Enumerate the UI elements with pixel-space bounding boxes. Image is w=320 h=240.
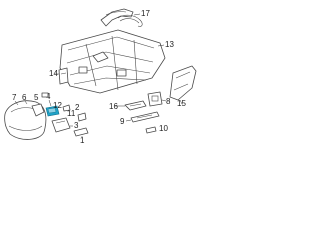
part-16-bracket (124, 100, 147, 111)
callout-16: 16 (109, 102, 118, 111)
leader-8 (161, 99, 167, 102)
callout-17: 17 (141, 9, 150, 18)
callout-4: 4 (46, 92, 51, 101)
parts-diagram: 17 13 14 15 16 8 (4, 8, 197, 145)
callout-11: 11 (67, 109, 76, 118)
callout-6: 6 (22, 93, 27, 102)
leader-4 (48, 99, 52, 107)
callout-13: 13 (165, 40, 174, 49)
leader-13 (157, 44, 165, 47)
frame-motor-block (78, 66, 88, 74)
frame-gear-block (116, 69, 127, 77)
callout-5: 5 (34, 93, 39, 102)
part-3-bezel (51, 117, 71, 133)
callout-3: 3 (74, 121, 79, 130)
part-13-seat-frame (59, 29, 166, 94)
part-9-harness (130, 111, 160, 123)
leader-15 (179, 99, 183, 105)
part-1-trim-piece (73, 127, 89, 137)
part-8-module (147, 91, 163, 107)
callout-1: 1 (80, 136, 85, 145)
frame-plate (92, 51, 109, 63)
callout-14: 14 (49, 69, 58, 78)
leader-17 (133, 13, 141, 16)
part-17-tube (117, 14, 143, 27)
part-12-connector (41, 92, 49, 98)
callout-10: 10 (159, 124, 168, 133)
part-11-clip (62, 104, 71, 112)
part-10-clip (145, 126, 157, 134)
part-14-bracket (58, 67, 69, 85)
part-5-bracket (31, 103, 45, 117)
part-17-bracket (100, 8, 134, 27)
leader-9 (125, 119, 132, 122)
part-4-switch-module (45, 105, 60, 117)
callout-12: 12 (53, 101, 62, 110)
part-15-side-trim (169, 65, 197, 101)
callout-9: 9 (120, 117, 125, 126)
callout-2: 2 (75, 103, 80, 112)
connector-12-body (41, 92, 49, 98)
callout-8: 8 (166, 97, 171, 106)
part-2-knob (77, 112, 87, 122)
leader-6 (24, 100, 28, 105)
callout-7: 7 (12, 93, 17, 102)
leader-7 (14, 100, 19, 106)
